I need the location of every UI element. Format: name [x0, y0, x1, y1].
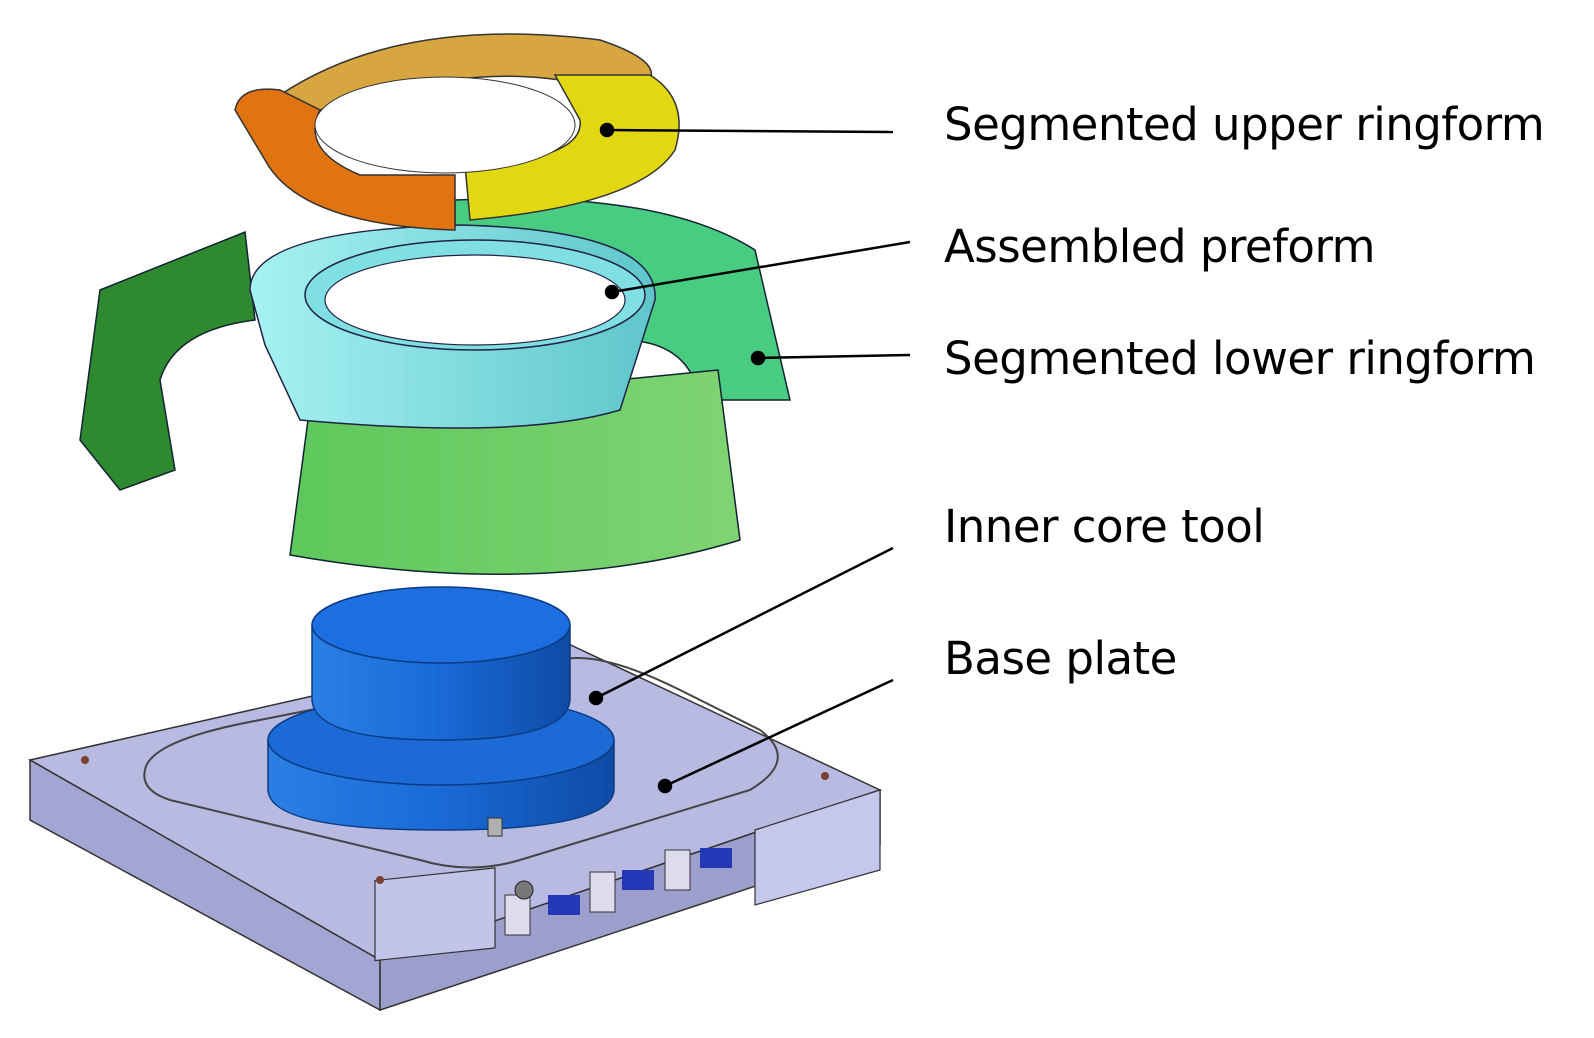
- segmented-upper-ringform: [234, 33, 680, 231]
- base-plate: [27, 639, 883, 1012]
- leader-lines: [588, 122, 911, 794]
- leader-upper-ringform: [606, 128, 894, 134]
- leader-inner-core: [595, 546, 894, 700]
- label-preform: Assembled preform: [944, 220, 1376, 273]
- leader-base-plate: [664, 678, 894, 788]
- label-base-plate: Base plate: [944, 632, 1177, 685]
- leader-lower-ringform: [757, 353, 911, 360]
- assembled-preform: [249, 224, 656, 429]
- leader-preform: [611, 240, 911, 294]
- label-lower-ringform: Segmented lower ringform: [944, 332, 1536, 385]
- label-inner-core: Inner core tool: [944, 500, 1265, 553]
- label-upper-ringform: Segmented upper ringform: [944, 98, 1545, 151]
- inner-core-tool: [267, 586, 615, 837]
